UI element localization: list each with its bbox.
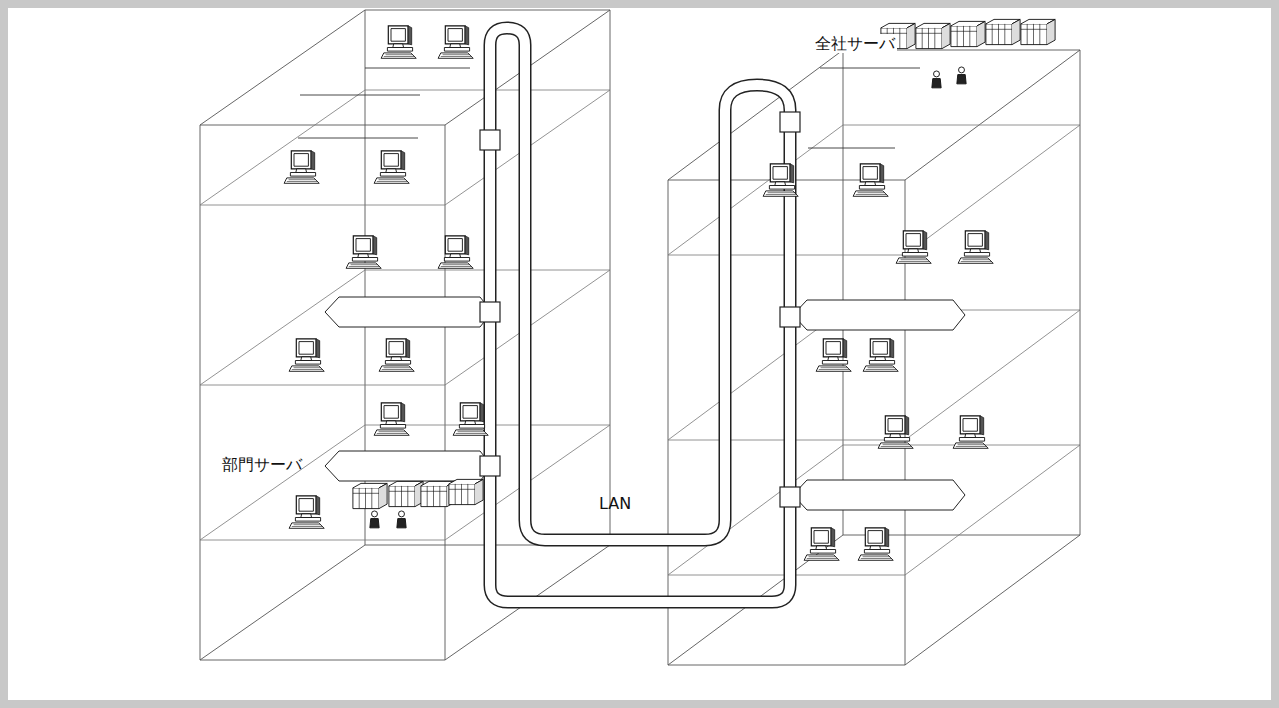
- server-rack: [449, 479, 483, 504]
- partition-line: [300, 95, 420, 96]
- right-building-edge: [905, 535, 1080, 665]
- server-rack: [1021, 19, 1055, 44]
- right-building-edge: [668, 50, 843, 180]
- pc-icon: [289, 339, 324, 371]
- pc-icon: [804, 528, 839, 560]
- floor-lan-band: [325, 451, 492, 481]
- left-building-floor: [200, 90, 610, 205]
- server-label: 全社サーバ: [813, 34, 897, 53]
- pc-icon: [858, 528, 893, 560]
- floor-lan-band: [325, 297, 492, 327]
- operator-icon: [957, 67, 966, 84]
- partition-line: [820, 68, 920, 69]
- pc-icon: [379, 339, 414, 371]
- pc-icon: [346, 236, 381, 268]
- pc-icon: [953, 416, 988, 448]
- left-building-edge: [200, 10, 365, 125]
- pc-icon: [958, 231, 993, 263]
- hub-box: [780, 487, 800, 507]
- partition-line: [365, 68, 470, 69]
- pc-icon: [453, 403, 488, 435]
- right-building-edge: [905, 50, 1080, 180]
- left-building-floor: [200, 270, 610, 385]
- pc-icon: [374, 403, 409, 435]
- left-building-floor: [200, 425, 610, 540]
- hub-box: [780, 112, 800, 132]
- server-rack: [353, 483, 387, 508]
- server-rack: [389, 481, 423, 506]
- partition-line: [808, 148, 895, 149]
- pc-icon: [374, 151, 409, 183]
- hub-box: [480, 302, 500, 322]
- pc-icon: [438, 26, 473, 58]
- server-rack: [986, 19, 1020, 44]
- right-building-back: [843, 50, 1080, 535]
- partition-line: [298, 138, 418, 139]
- lan-cable: [490, 28, 790, 602]
- pc-icon: [289, 496, 324, 528]
- network-label: LAN: [597, 494, 633, 513]
- buildings: [200, 10, 1080, 665]
- pc-icon: [853, 164, 888, 196]
- left-building-edge: [200, 545, 365, 660]
- pc-icon: [816, 339, 851, 371]
- floor-lan-band: [793, 480, 965, 510]
- pc-icon: [284, 151, 319, 183]
- server-rack: [916, 23, 950, 48]
- server-rack: [951, 21, 985, 46]
- hub-box: [480, 130, 500, 150]
- operator-icon: [397, 511, 406, 528]
- floor-lan-band: [793, 300, 965, 330]
- hub-box: [780, 307, 800, 327]
- hub-box: [480, 456, 500, 476]
- operator-icon: [370, 511, 379, 528]
- pc-icon: [896, 231, 931, 263]
- operator-icon: [932, 71, 941, 88]
- pc-icon: [381, 26, 416, 58]
- pc-icon: [763, 164, 798, 196]
- pc-icon: [863, 339, 898, 371]
- lan-cable-outline: [490, 28, 790, 602]
- server-label: 部門サーバ: [220, 455, 304, 474]
- pc-icon: [878, 416, 913, 448]
- pc-icon: [438, 236, 473, 268]
